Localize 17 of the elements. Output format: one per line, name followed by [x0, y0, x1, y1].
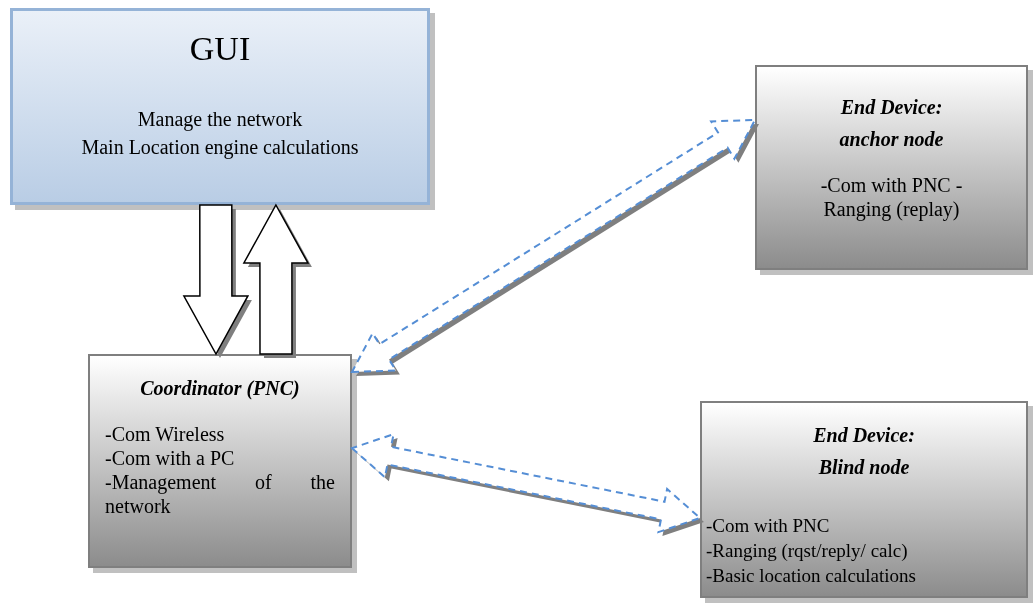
block-arrow: [182, 204, 252, 358]
node-description: -Com with a PC: [104, 446, 236, 470]
node-description: -Basic location calculations: [705, 565, 917, 588]
node-description: -Ranging (rqst/reply/ calc): [705, 540, 909, 563]
node-title: Coordinator (PNC): [139, 376, 301, 400]
block-arrow: [350, 118, 759, 376]
node-description: -Com with PNC - Ranging (replay): [819, 173, 964, 221]
node-title: End Device: anchor node: [838, 95, 945, 152]
node-description: -Com Wireless: [104, 422, 226, 446]
node-description: Manage the network: [136, 107, 304, 131]
block-arrow: [242, 203, 312, 358]
node-description: -Management of the network: [104, 470, 336, 518]
node-description: -Com with PNC: [705, 515, 831, 538]
block-arrow: [350, 432, 704, 537]
node-title: GUI: [188, 29, 252, 69]
node-title: End Device: Blind node: [812, 423, 916, 480]
node-description: Main Location engine calculations: [80, 135, 360, 159]
